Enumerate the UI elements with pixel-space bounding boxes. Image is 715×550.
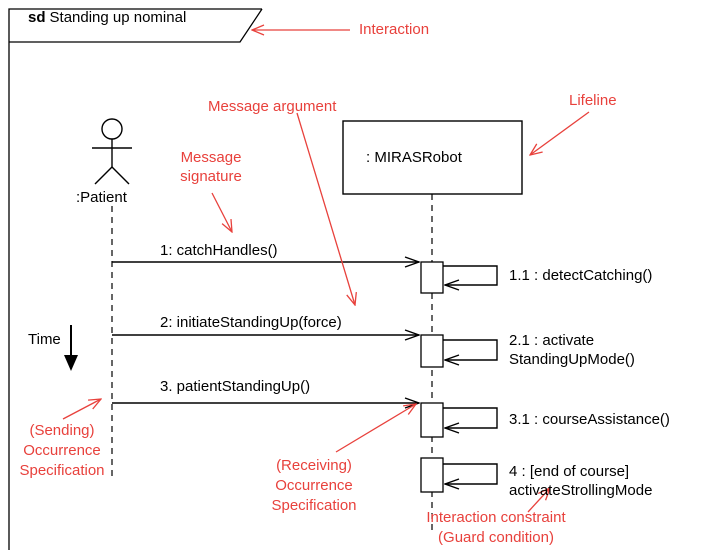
message-argument-pointer-arrow: [296, 112, 355, 305]
message-signature-annotation-2: signature: [180, 168, 242, 185]
self-message-2: [443, 339, 498, 360]
interaction-frame: [8, 8, 263, 550]
self-message-label-3: 3.1 : courseAssistance(): [509, 411, 670, 428]
self-message-1: [443, 265, 498, 285]
constraint-annotation-2: (Guard condition): [438, 529, 554, 546]
self-message-label-2a: 2.1 : activate: [509, 332, 595, 349]
message-argument-annotation: Message argument: [208, 98, 337, 115]
constraint-annotation-1: Interaction constraint: [426, 509, 566, 526]
message-signature-annotation-1: Message: [180, 149, 242, 166]
activation-bar-2: [420, 334, 444, 368]
self-message-4: [443, 463, 498, 484]
robot-lifeline-label: : MIRASRobot: [366, 149, 462, 166]
activation-bar-4: [420, 457, 444, 493]
lifeline-annotation: Lifeline: [569, 92, 617, 109]
activation-bar-3: [420, 402, 444, 438]
receiving-annotation-2: Occurrence: [275, 477, 353, 494]
sending-annotation-2: Occurrence: [23, 442, 101, 459]
constraint-pointer-arrow: [527, 488, 550, 513]
receiving-annotation-3: Specification: [271, 497, 357, 514]
message-signature-pointer-arrow: [211, 192, 232, 232]
lifeline-pointer-arrow: [530, 111, 590, 155]
sending-annotation-3: Specification: [19, 462, 105, 479]
frame-keyword: sd: [28, 9, 46, 26]
receiving-pointer-arrow: [335, 404, 416, 453]
self-message-label-1: 1.1 : detectCatching(): [509, 267, 653, 284]
interaction-annotation: Interaction: [359, 21, 430, 38]
message-label-2: 2: initiateStandingUp(force): [160, 314, 342, 331]
time-label: Time: [28, 331, 61, 348]
self-message-3: [443, 407, 498, 428]
sending-annotation-1: (Sending): [29, 422, 95, 439]
time-arrow-icon: [64, 325, 78, 371]
patient-lifeline-label: :Patient: [76, 189, 127, 206]
self-message-label-2b: StandingUpMode(): [509, 351, 635, 368]
receiving-annotation-1: (Receiving): [276, 457, 352, 474]
message-label-3: 3. patientStandingUp(): [160, 378, 311, 395]
frame-name: Standing up nominal: [49, 9, 187, 26]
robot-lifeline-box: [342, 120, 523, 195]
sending-pointer-arrow: [62, 399, 101, 420]
patient-actor-icon: [92, 118, 132, 185]
self-message-label-4b: activateStrollingMode: [509, 482, 653, 499]
self-message-label-4a: 4 : [end of course]: [509, 463, 630, 480]
message-label-1: 1: catchHandles(): [160, 242, 278, 259]
activation-bar-1: [420, 261, 444, 294]
